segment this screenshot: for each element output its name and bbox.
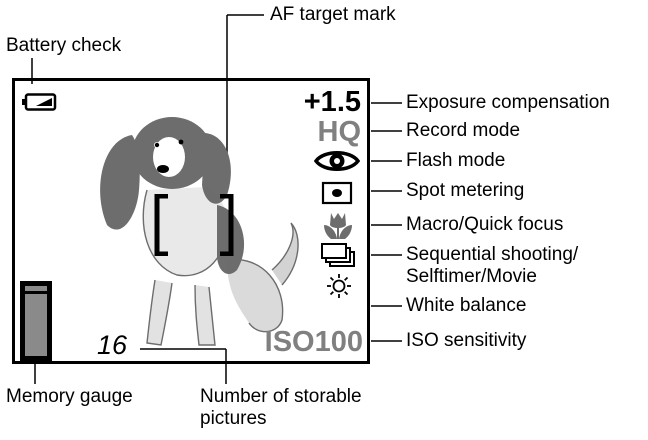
af-target-bracket-icon	[154, 194, 234, 256]
memory-gauge-icon	[20, 281, 52, 361]
flash-eye-icon	[314, 151, 360, 171]
label-white-balance: White balance	[406, 295, 527, 316]
lcd-monitor: +1.5 HQ	[12, 78, 370, 364]
label-sequential-2: Selftimer/Movie	[406, 266, 537, 287]
spot-metering-icon	[321, 181, 353, 205]
label-af-target: AF target mark	[270, 4, 396, 25]
exposure-value: +1.5	[303, 86, 361, 118]
iso-value: ISO100	[264, 326, 363, 358]
label-flash-mode: Flash mode	[406, 150, 506, 171]
label-battery: Battery check	[6, 35, 122, 56]
label-record-mode: Record mode	[406, 120, 521, 141]
storable-count: 16	[97, 330, 128, 360]
label-storable-1: Number of storable	[200, 386, 362, 407]
label-spot-metering: Spot metering	[406, 180, 525, 201]
macro-tulip-icon	[324, 213, 352, 239]
white-balance-sun-icon	[327, 274, 351, 298]
record-mode-value: HQ	[317, 116, 362, 148]
label-macro: Macro/Quick focus	[406, 214, 564, 235]
label-exposure: Exposure compensation	[406, 92, 610, 113]
label-iso: ISO sensitivity	[406, 330, 527, 351]
label-sequential-1: Sequential shooting/	[406, 244, 579, 265]
battery-icon	[22, 93, 57, 111]
sequential-shooting-icon	[321, 243, 355, 267]
label-storable-2: pictures	[200, 408, 267, 429]
label-memory-gauge: Memory gauge	[6, 386, 133, 407]
